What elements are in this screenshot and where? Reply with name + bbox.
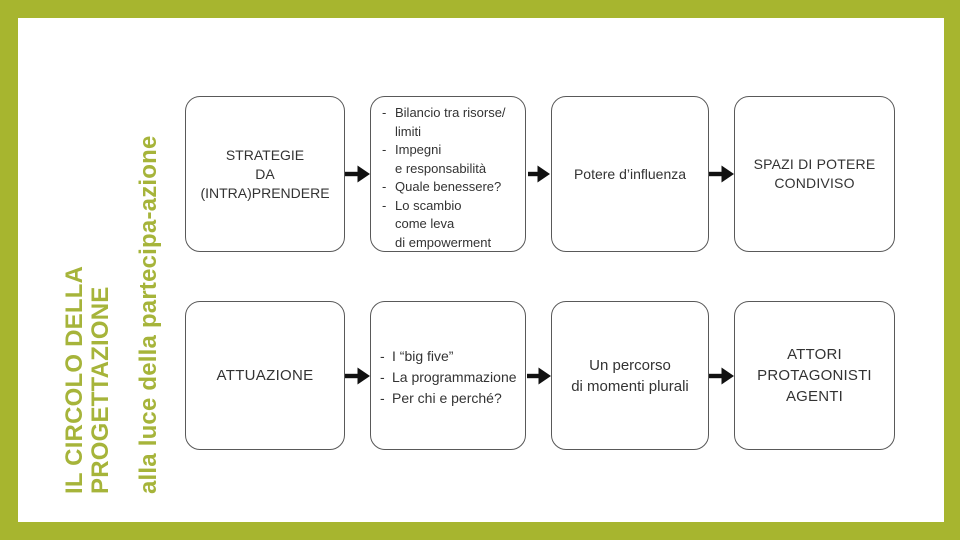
list-item: - La programmazione [375,367,521,388]
right-arrow-icon [709,367,734,384]
list-item: - Impegni e responsabilità [375,141,521,178]
box-text-line: SPAZI DI POTERE [753,156,876,172]
list-item-line: di empowerment [395,234,492,250]
box-text-line: PROTAGONISTI [757,367,872,384]
diagram-row-2: ATTUAZIONE - I “big five” - [185,301,895,450]
title-line-2: PROGETTAZIONE [87,286,114,495]
box-big-five-list: - I “big five” - La programmazione - Per… [370,301,526,450]
list-item-line: come leva [395,216,455,231]
flow-arrow [526,96,551,252]
list-item-line: Lo scambio [395,197,462,213]
box-text-line: STRATEGIE [225,146,305,163]
dash-marker: - [382,197,387,213]
list-item-line: Quale benessere? [395,179,502,194]
list-item-line: Bilancio tra risorse/ [395,105,506,120]
flow-diagram: STRATEGIE DA (INTRA)PRENDERE - Bilancio … [185,96,895,450]
slide-subtitle: alla luce della partecipa-azione [135,135,162,494]
box-text-line: AGENTI [785,388,844,405]
dash-marker: - [382,142,387,157]
list-item: - Quale benessere? [375,178,521,197]
box-potere-influenza: Potere d’influenza [551,96,709,252]
box-text-line: (INTRA)PRENDERE [200,184,330,201]
list-item: - Per chi e perché? [375,388,521,409]
list-item: - I “big five” [375,346,521,367]
list-item-line: Impegni [395,142,442,157]
box-attori: ATTORI PROTAGONISTI AGENTI [734,301,895,450]
right-arrow-icon [345,165,370,183]
diagram-row-1: STRATEGIE DA (INTRA)PRENDERE - Bilancio … [185,96,895,252]
box-text-line: di momenti plurali [571,377,689,395]
list-item-line: Per chi e perché? [392,389,502,406]
list-item-line: I “big five” [392,347,454,364]
flow-arrow [709,301,734,450]
list-item-line: e responsabilità [395,160,487,176]
box-strategie: STRATEGIE DA (INTRA)PRENDERE [185,96,345,252]
dash-marker: - [382,179,387,194]
box-text-line: ATTORI [787,346,842,363]
box-text-line: DA [255,165,275,182]
list-item-line: limiti [395,123,421,139]
flow-arrow [526,301,551,450]
flow-arrow [345,301,370,450]
box-text-line: CONDIVISO [774,175,855,191]
flow-arrow [345,96,370,252]
dash-marker: - [380,368,385,385]
list-item: - Bilancio tra risorse/ limiti [375,104,521,141]
list-item: - Lo scambio come leva di empowerment [375,197,521,253]
box-text-line: Potere d’influenza [573,165,687,182]
box-text-line: Un percorso [589,356,671,374]
slide-title: IL CIRCOLO DELLA PROGETTAZIONE alla luce… [61,62,162,495]
title-line-1: IL CIRCOLO DELLA [61,265,88,494]
dash-marker: - [380,389,385,406]
right-arrow-icon [527,165,550,183]
box-percorso: Un percorso di momenti plurali [551,301,709,450]
right-arrow-icon [345,367,370,384]
box-attuazione: ATTUAZIONE [185,301,345,450]
flow-arrow [709,96,734,252]
box-text-line: ATTUAZIONE [216,366,314,384]
dash-marker: - [380,347,385,364]
box-spazi-potere: SPAZI DI POTERE CONDIVISO [734,96,895,252]
right-arrow-icon [526,367,551,384]
dash-marker: - [382,105,387,120]
list-item-line: La programmazione [392,368,517,385]
box-bilancio-list: - Bilancio tra risorse/ limiti - Impegni… [370,96,526,252]
right-arrow-icon [709,165,734,183]
